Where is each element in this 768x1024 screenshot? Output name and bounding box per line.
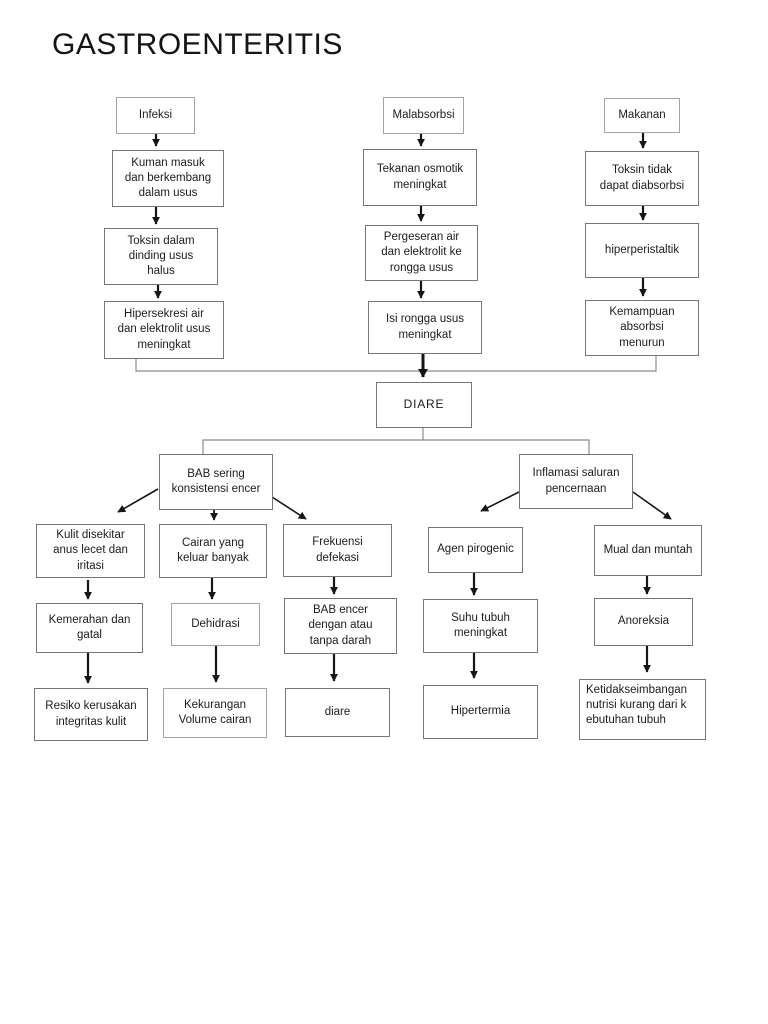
node-kemerahan: Kemerahan dan gatal (36, 603, 143, 653)
edge-inflamasi-agen (480, 491, 520, 512)
node-dehidrasi: Dehidrasi (171, 603, 260, 646)
node-makanan: Makanan (604, 98, 680, 133)
node-tekanan-osmotik: Tekanan osmotik meningkat (363, 149, 477, 206)
node-hipersekresi: Hipersekresi air dan elektrolit usus men… (104, 301, 224, 359)
node-suhu: Suhu tubuh meningkat (423, 599, 538, 653)
node-bab-sering: BAB sering konsistensi encer (159, 454, 273, 510)
node-inflamasi: Inflamasi saluran pencernaan (519, 454, 633, 509)
edge-bab-kulit (117, 488, 159, 513)
edge-inflamasi-mual (632, 491, 672, 520)
node-diare-kecil: diare (285, 688, 390, 737)
node-agen-pirogenic: Agen pirogenic (428, 527, 523, 573)
node-toksin-tidak: Toksin tidak dapat diabsorbsi (585, 151, 699, 206)
page-title: GASTROENTERITIS (52, 28, 343, 61)
node-cairan: Cairan yang keluar banyak (159, 524, 267, 578)
node-malabsorbsi: Malabsorbsi (383, 97, 464, 134)
edge-bab-frekuensi (271, 496, 307, 520)
node-kulit: Kulit disekitar anus lecet dan iritasi (36, 524, 145, 578)
node-toksin-dinding: Toksin dalam dinding usus halus (104, 228, 218, 285)
node-pergeseran: Pergeseran air dan elektrolit ke rongga … (365, 225, 478, 281)
node-infeksi: Infeksi (116, 97, 195, 134)
node-bab-encer: BAB encer dengan atau tanpa darah (284, 598, 397, 654)
node-kuman: Kuman masuk dan berkembang dalam usus (112, 150, 224, 207)
node-kemampuan: Kemampuan absorbsi menurun (585, 300, 699, 356)
node-anoreksia: Anoreksia (594, 598, 693, 646)
node-kekurangan: Kekurangan Volume cairan (163, 688, 267, 738)
node-hiperperistaltik: hiperperistaltik (585, 223, 699, 278)
node-mual: Mual dan muntah (594, 525, 702, 576)
node-isi-rongga: Isi rongga usus meningkat (368, 301, 482, 354)
node-hipertermia: Hipertermia (423, 685, 538, 739)
node-diare-utama: DIARE (376, 382, 472, 428)
edge-diare-split (202, 439, 590, 454)
node-resiko: Resiko kerusakan integritas kulit (34, 688, 148, 741)
node-frekuensi: Frekuensi defekasi (283, 524, 392, 577)
node-ketidakseimbangan: Ketidakseimbangan nutrisi kurang dari ke… (579, 679, 706, 740)
